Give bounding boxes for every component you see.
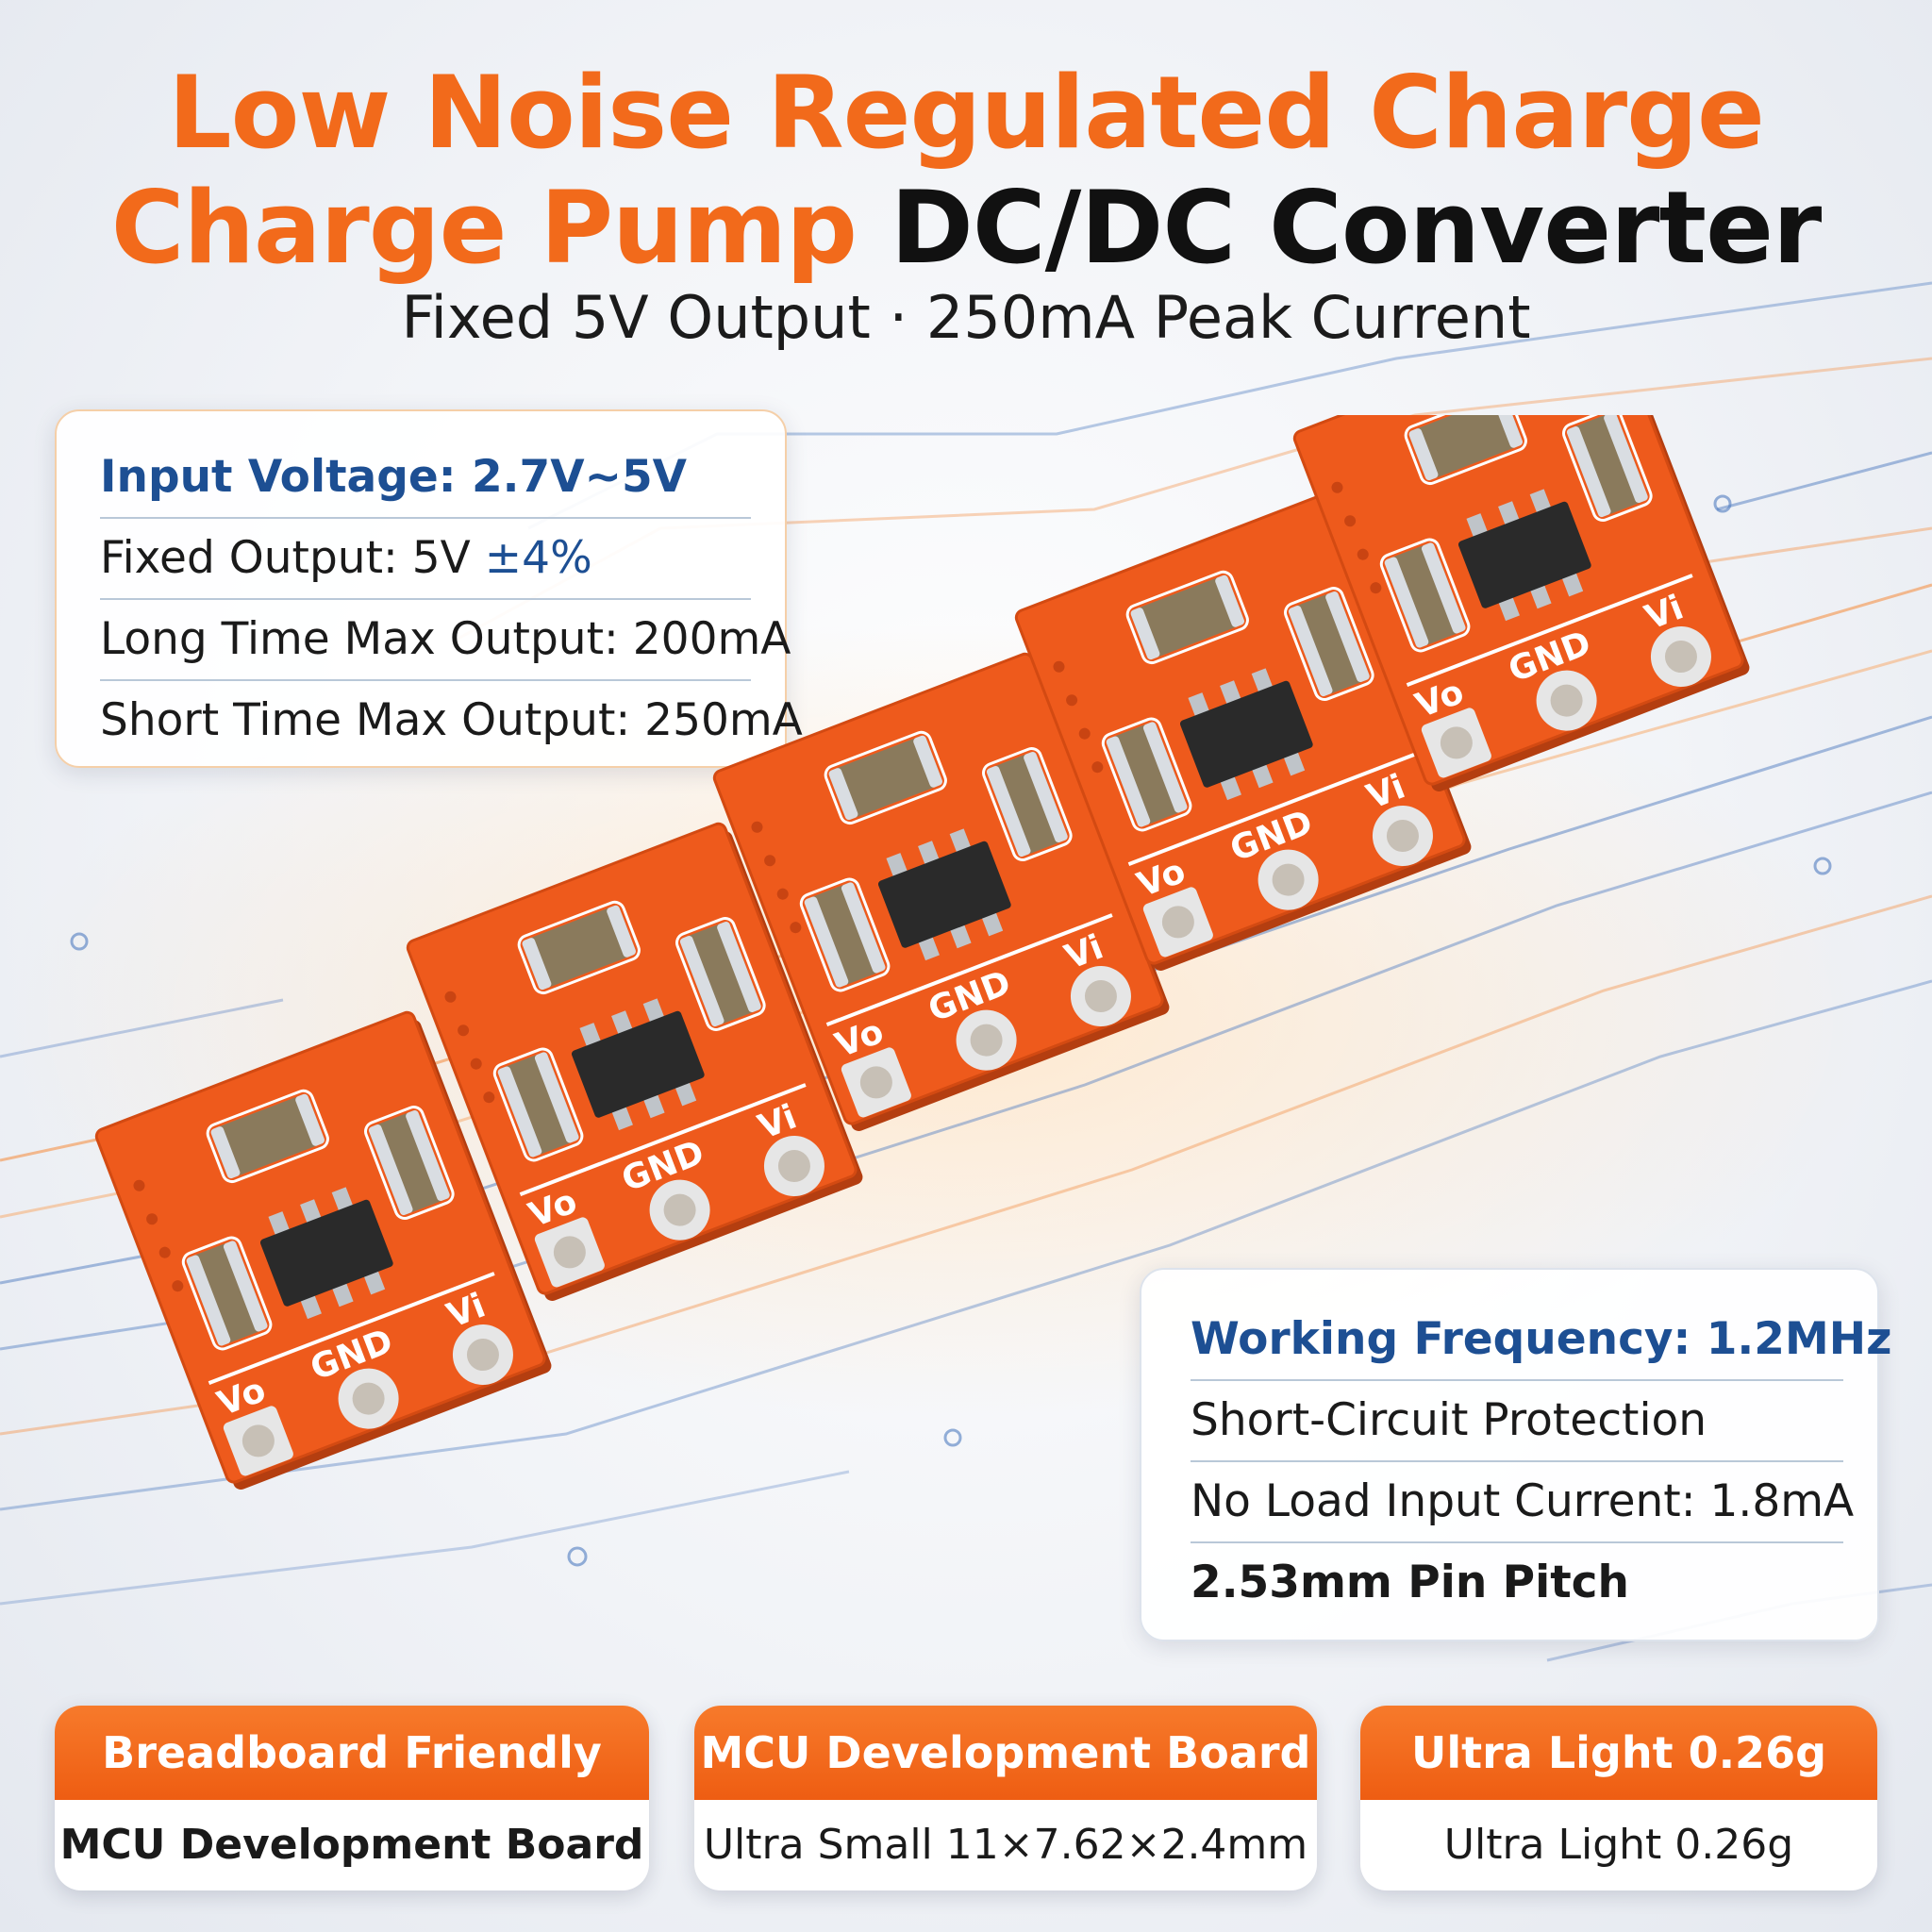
spec-fixed-output-tolerance: ±4%	[484, 532, 592, 584]
pin-hole	[777, 1150, 810, 1183]
smd-capacitor	[824, 730, 947, 825]
silkscreen-line	[208, 1272, 495, 1386]
feature-badge-caption: MCU Development Board	[59, 1821, 644, 1869]
feature-badge-title: MCU Development Board	[694, 1706, 1317, 1800]
pin-hole	[466, 1339, 499, 1372]
feature-badge-mcu: MCU Development Board Ultra Small 11×7.6…	[694, 1706, 1317, 1890]
title-highlight: Charge Pump	[110, 170, 858, 286]
spec-card-features: Working Frequency: 1.2MHz Short-Circuit …	[1140, 1268, 1891, 1641]
via-dot	[133, 1179, 145, 1191]
ic-chip	[1457, 489, 1591, 622]
pin-hole	[663, 1193, 696, 1226]
page-title-line-1: Low Noise Regulated Charge	[168, 55, 1765, 171]
via-dot	[1357, 548, 1369, 560]
via-dot	[1053, 660, 1065, 673]
spec-fixed-output-label: Fixed Output: 5V	[100, 532, 471, 584]
ic-chip	[571, 998, 705, 1131]
feature-badge-breadboard: Breadboard Friendly MCU Development Boar…	[55, 1706, 649, 1890]
ic-chip	[877, 828, 1011, 961]
via-dot	[1078, 727, 1091, 740]
feature-badge-weight: Ultra Light 0.26g Ultra Light 0.26g	[1360, 1706, 1877, 1890]
title-remainder: DC/DC Converter	[890, 170, 1822, 286]
via-dot	[172, 1280, 184, 1292]
smd-capacitor	[1284, 587, 1374, 701]
smd-capacitor	[206, 1089, 329, 1184]
via-dot	[146, 1213, 158, 1225]
pin-hole	[553, 1236, 586, 1269]
smd-capacitor	[675, 917, 766, 1031]
via-dot	[470, 1058, 482, 1070]
spec-input-voltage: Input Voltage: 2.7V~5V	[100, 438, 751, 519]
spec-pin-pitch: 2.53mm Pin Pitch	[1191, 1557, 1629, 1608]
pin-hole	[1084, 980, 1117, 1013]
pin-hole	[1386, 820, 1419, 853]
via-dot	[1091, 761, 1104, 774]
feature-badge-title: Ultra Light 0.26g	[1360, 1706, 1877, 1800]
spec-card-input-output: Input Voltage: 2.7V~5V Fixed Output: 5V …	[55, 409, 803, 768]
smd-capacitor	[982, 747, 1073, 861]
via-dot	[790, 922, 802, 934]
spec-short-time-output: Short Time Max Output: 250mA	[100, 694, 803, 746]
pin-hole	[1272, 863, 1305, 896]
pin-hole	[1664, 641, 1697, 674]
via-dot	[1344, 515, 1357, 527]
via-dot	[1066, 694, 1078, 707]
via-dot	[1370, 582, 1382, 594]
smd-capacitor	[799, 877, 891, 992]
smd-capacitor	[364, 1106, 455, 1220]
via-dot	[776, 888, 789, 900]
pin-hole	[242, 1424, 275, 1457]
spec-no-load-current: No Load Input Current: 1.8mA	[1191, 1462, 1854, 1543]
ic-chip	[259, 1187, 393, 1320]
smd-capacitor	[181, 1236, 273, 1351]
feature-badge-caption: Ultra Light 0.26g	[1443, 1821, 1794, 1869]
smd-capacitor	[1404, 415, 1527, 486]
ic-chip	[1179, 668, 1313, 801]
pin-hole	[970, 1024, 1003, 1057]
pin-hole	[1440, 726, 1473, 759]
via-dot	[1331, 481, 1343, 493]
pin-hole	[352, 1382, 385, 1415]
via-dot	[751, 821, 763, 833]
silkscreen-line	[1127, 753, 1415, 867]
via-dot	[458, 1024, 470, 1037]
via-dot	[764, 855, 776, 867]
smd-capacitor	[517, 900, 641, 995]
pin-hole	[1161, 906, 1194, 939]
smd-capacitor	[1101, 717, 1192, 832]
via-dot	[158, 1246, 171, 1258]
via-dot	[483, 1091, 495, 1104]
smd-capacitor	[492, 1047, 584, 1162]
spec-working-frequency: Working Frequency: 1.2MHz	[1191, 1300, 1891, 1381]
page-title-line-2: Charge Pump DC/DC Converter	[0, 170, 1932, 286]
silkscreen-line	[519, 1083, 807, 1197]
smd-capacitor	[1125, 570, 1249, 665]
smd-capacitor	[1562, 415, 1653, 522]
silkscreen-line	[825, 913, 1113, 1027]
pin-hole	[859, 1066, 892, 1099]
page-subtitle: Fixed 5V Output · 250mA Peak Current	[401, 283, 1531, 352]
feature-badge-caption: Ultra Small 11×7.62×2.4mm	[703, 1821, 1308, 1869]
via-dot	[444, 991, 457, 1003]
feature-badge-title: Breadboard Friendly	[55, 1706, 649, 1800]
spec-long-time-output: Long Time Max Output: 200mA	[100, 600, 791, 681]
spec-short-circuit: Short-Circuit Protection	[1191, 1381, 1843, 1462]
silkscreen-line	[1406, 574, 1693, 688]
smd-capacitor	[1379, 538, 1471, 653]
spec-fixed-output: Fixed Output: 5V ±4%	[100, 519, 751, 600]
pin-hole	[1550, 684, 1583, 717]
